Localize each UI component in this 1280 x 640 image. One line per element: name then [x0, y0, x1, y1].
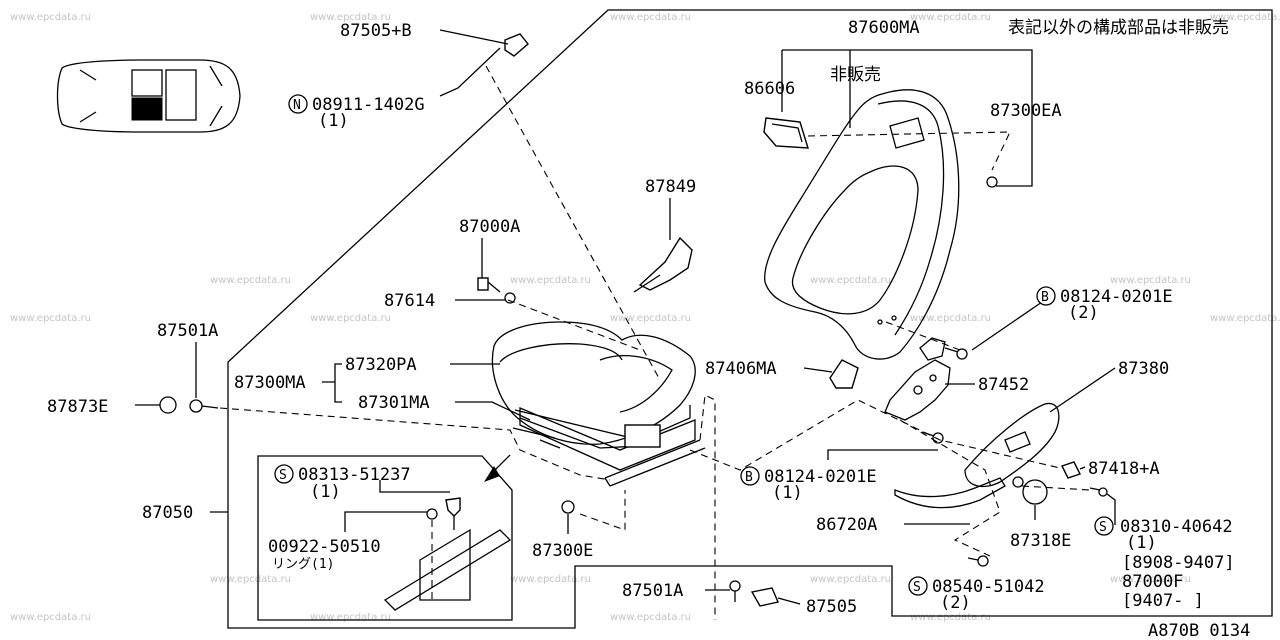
s-prefix-letter: S	[913, 580, 921, 595]
diagram-code: A870B 0134	[1148, 621, 1250, 640]
watermark: www.epcdata.ru	[1110, 275, 1191, 286]
b-prefix-marker	[1036, 286, 1056, 306]
n-prefix-letter: N	[293, 98, 301, 113]
label-87301ma: 87301MA	[358, 393, 430, 413]
watermarks: www.epcdata.ru www.epcdata.ru www.epcdat…	[10, 12, 1280, 623]
label-08911: 08911-1402G	[312, 95, 425, 115]
label-87380: 87380	[1118, 359, 1169, 379]
part-labels: 87505+B N 08911-1402G (1) 87600MA 表記以外の構…	[47, 18, 1250, 640]
s-prefix-marker	[1094, 516, 1114, 536]
watermark: www.epcdata.ru	[610, 313, 691, 324]
label-08124-mid: 08124-0201E	[764, 467, 877, 487]
recliner-cover	[964, 402, 1060, 488]
seat-cushion	[491, 321, 696, 449]
label-87000a: 87000A	[459, 217, 520, 237]
label-87501a-left: 87501A	[157, 321, 218, 341]
label-87406ma: 87406MA	[705, 359, 777, 379]
watermark: www.epcdata.ru	[310, 612, 391, 623]
label-86720a: 86720A	[816, 515, 877, 535]
label-08540: 08540-51042	[932, 577, 1045, 597]
recliner-cover-slot	[1004, 431, 1031, 453]
b-prefix-letter: B	[1041, 290, 1049, 305]
watermark: www.epcdata.ru	[1110, 574, 1191, 585]
label-87849: 87849	[645, 177, 696, 197]
recliner-mechanism	[884, 337, 951, 421]
label-87452: 87452	[978, 375, 1029, 395]
label-87501a-bottom: 87501A	[622, 581, 683, 601]
watermark: www.epcdata.ru	[510, 574, 591, 585]
recliner-lever	[894, 477, 1006, 509]
label-08124-top: 08124-0201E	[1060, 287, 1173, 307]
watermark: www.epcdata.ru	[1210, 313, 1280, 324]
label-08310-range: [8908-9407]	[1122, 553, 1235, 573]
s-prefix-marker	[908, 576, 928, 596]
s-prefix-marker	[274, 464, 294, 484]
watermark: www.epcdata.ru	[910, 12, 991, 23]
watermark: www.epcdata.ru	[610, 612, 691, 623]
label-08313: 08313-51237	[298, 465, 411, 485]
watermark: www.epcdata.ru	[910, 612, 991, 623]
not-sold-note: 表記以外の構成部品は非販売	[1008, 18, 1229, 38]
label-08911-qty: (1)	[318, 111, 349, 131]
dashed-lines	[219, 65, 1091, 620]
label-08310-qty: (1)	[1126, 533, 1157, 553]
label-87505b: 87505+B	[340, 21, 412, 41]
not-sold-label: 非販売	[830, 65, 881, 85]
seat-back	[764, 89, 960, 360]
label-87050: 87050	[142, 503, 193, 523]
label-08124-top-qty: (2)	[1068, 303, 1099, 323]
diagram-frame	[227, 9, 1273, 629]
seat-rails	[512, 407, 706, 487]
detail-inset	[257, 454, 513, 621]
label-08310: 08310-40642	[1120, 517, 1233, 537]
watermark: www.epcdata.ru	[210, 275, 291, 286]
watermark: www.epcdata.ru	[210, 574, 291, 585]
label-87873e: 87873E	[47, 397, 108, 417]
label-08124-mid-qty: (1)	[772, 483, 803, 503]
label-87318e: 87318E	[1010, 531, 1071, 551]
label-87418a: 87418+A	[1088, 459, 1160, 479]
label-00922-ring: リング(1)	[272, 557, 334, 572]
watermark: www.epcdata.ru	[10, 612, 91, 623]
label-87300e: 87300E	[532, 541, 593, 561]
label-87000f-range: [9407- ]	[1122, 591, 1204, 611]
b-prefix-letter: B	[745, 470, 753, 485]
label-00922: 00922-50510	[268, 537, 381, 557]
leader-lines	[135, 29, 1116, 605]
label-86606: 86606	[744, 79, 795, 99]
watermark: www.epcdata.ru	[910, 313, 991, 324]
watermark: www.epcdata.ru	[310, 313, 391, 324]
label-87320pa: 87320PA	[345, 355, 417, 375]
label-87000f: 87000F	[1122, 572, 1183, 592]
watermark: www.epcdata.ru	[1210, 12, 1280, 23]
s-prefix-letter: S	[279, 468, 287, 483]
label-87614: 87614	[384, 291, 435, 311]
car-locator-icon	[56, 59, 241, 133]
n-prefix-marker	[288, 94, 308, 114]
small-parts	[159, 33, 1108, 607]
s-prefix-letter: S	[1099, 520, 1107, 535]
label-87505: 87505	[806, 597, 857, 617]
watermark: www.epcdata.ru	[10, 12, 91, 23]
label-87300ea: 87300EA	[990, 101, 1062, 121]
label-08540-qty: (2)	[940, 593, 971, 613]
watermark: www.epcdata.ru	[310, 12, 391, 23]
watermark: www.epcdata.ru	[10, 313, 91, 324]
watermark: www.epcdata.ru	[610, 12, 691, 23]
b-prefix-marker	[740, 466, 760, 486]
watermark: www.epcdata.ru	[510, 275, 591, 286]
label-08313-qty: (1)	[310, 482, 341, 502]
label-87600ma: 87600MA	[848, 18, 920, 38]
label-87300ma: 87300MA	[234, 373, 306, 393]
watermark: www.epcdata.ru	[810, 574, 891, 585]
watermark: www.epcdata.ru	[810, 275, 891, 286]
